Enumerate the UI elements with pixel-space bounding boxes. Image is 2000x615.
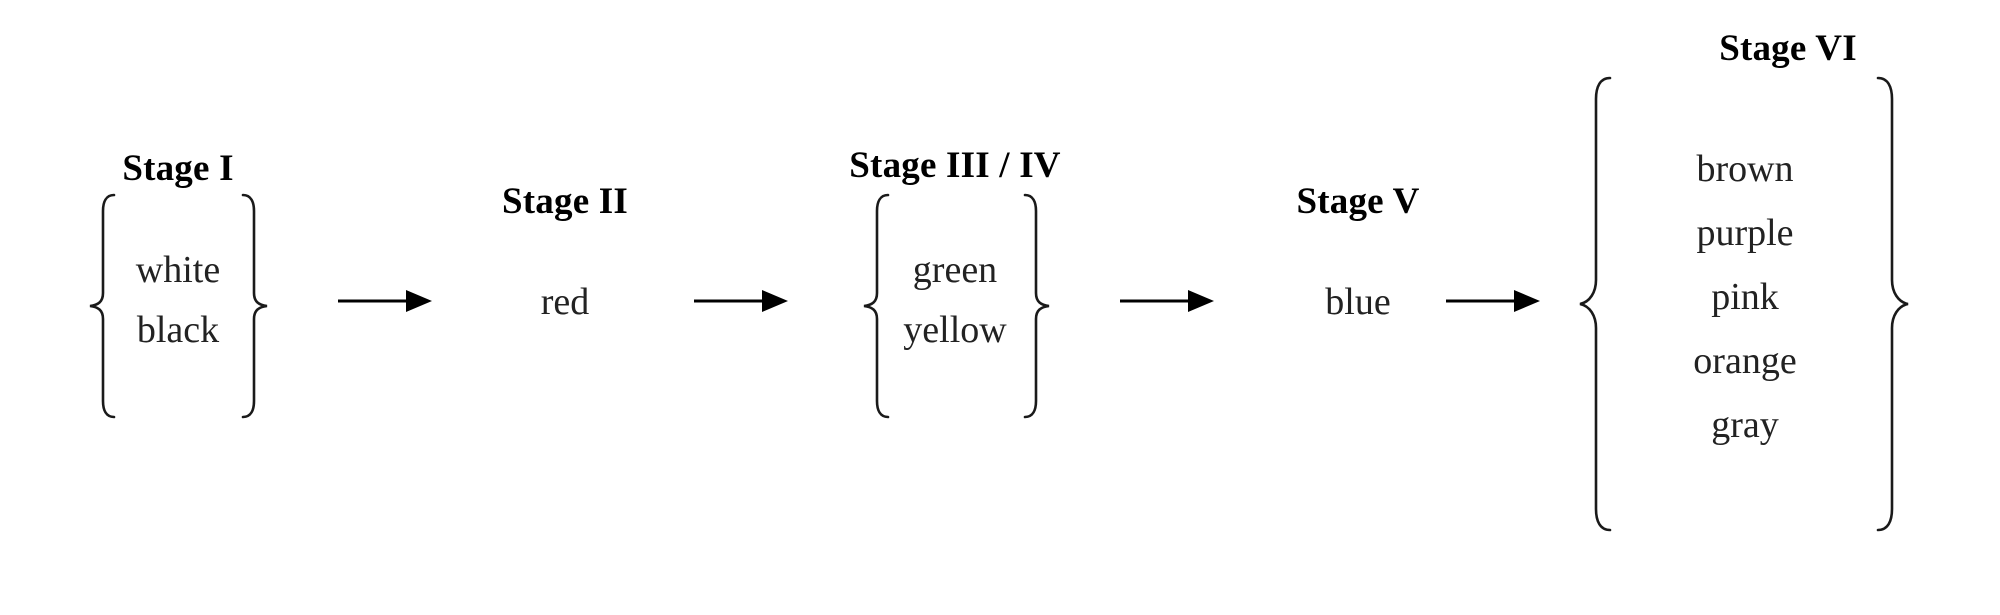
- list-item: black: [136, 309, 220, 351]
- brace-right-stage-1: [241, 193, 269, 419]
- brace-right-stage-3: [1023, 193, 1051, 419]
- stage-items-5: brown purple pink orange gray: [1615, 150, 1875, 444]
- list-item: pink: [1711, 276, 1779, 318]
- arrow-1-icon: [338, 288, 434, 314]
- stage-title-3: Stage III / IV: [849, 145, 1061, 186]
- brace-right-stage-5: [1876, 76, 1910, 534]
- stage-items-1: white black: [78, 251, 278, 349]
- arrow-3-icon: [1120, 288, 1216, 314]
- list-item: gray: [1711, 404, 1779, 446]
- brace-left-stage-5: [1578, 76, 1612, 534]
- list-item: orange: [1693, 340, 1797, 382]
- list-item: brown: [1696, 148, 1794, 190]
- list-item: white: [135, 249, 221, 291]
- list-item: yellow: [903, 309, 1007, 351]
- stage-title-2: Stage II: [502, 181, 628, 222]
- stage-items-3: green yellow: [850, 251, 1060, 349]
- brace-left-stage-3: [862, 193, 890, 419]
- list-item: green: [912, 249, 998, 291]
- stage-items-2: red: [540, 281, 590, 323]
- arrow-4-icon: [1446, 288, 1542, 314]
- stage-title-1: Stage I: [122, 148, 234, 189]
- stage-title-5: Stage VI: [1719, 28, 1857, 69]
- arrow-2-icon: [694, 288, 790, 314]
- brace-left-stage-1: [88, 193, 116, 419]
- stage-title-4: Stage V: [1296, 181, 1420, 222]
- list-item: purple: [1696, 212, 1794, 254]
- stage-items-4: blue: [1325, 281, 1391, 323]
